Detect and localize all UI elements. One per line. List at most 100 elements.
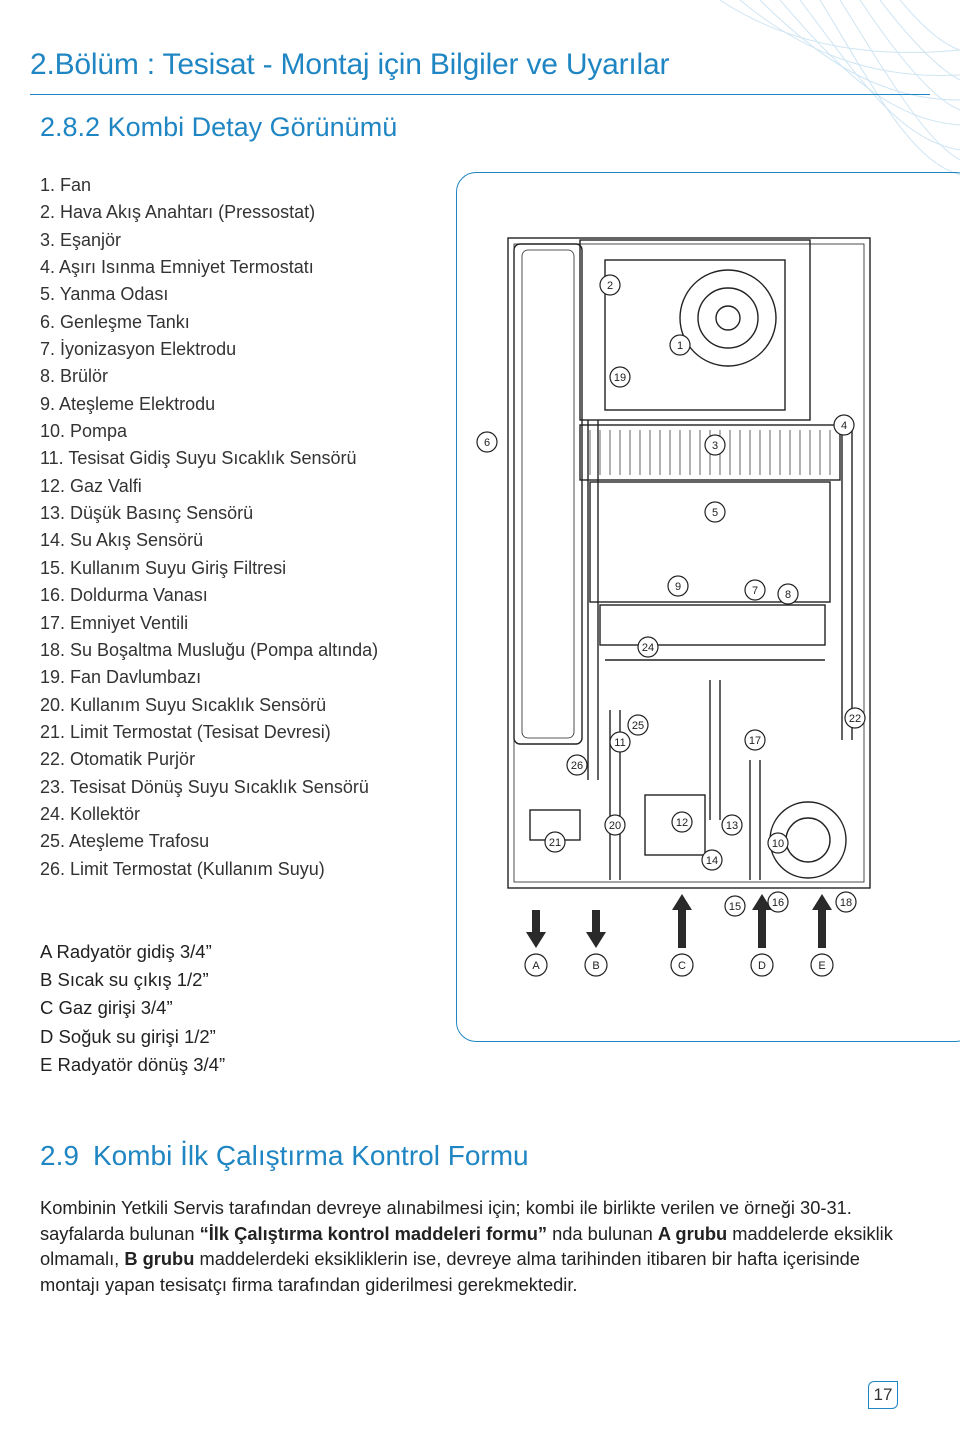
port-label-b: B [592, 960, 599, 972]
page-number: 17 [868, 1381, 898, 1409]
connection-item: D Soğuk su girişi 1/2” [40, 1025, 216, 1047]
part-item: 16. Doldurma Vanası [40, 585, 208, 606]
port-label-d: D [758, 960, 766, 972]
callout-3 [704, 434, 726, 456]
callout-1 [669, 334, 691, 356]
callout-11 [609, 731, 631, 753]
callout-9 [667, 575, 689, 597]
part-item: 10. Pompa [40, 421, 128, 442]
part-item: 11. Tesisat Gidiş Suyu Sıcaklık Sensörü [40, 448, 357, 469]
section-title: Kombi İlk Çalıştırma Kontrol Formu [92, 1140, 529, 1171]
callout-label: 12 [676, 817, 688, 829]
paragraph-bold: A grubu [657, 1222, 728, 1244]
part-item: 4. Aşırı Isınma Emniyet Termostatı [40, 257, 314, 278]
part-item: 12. Gaz Valfi [40, 475, 142, 496]
callout-label: 25 [632, 720, 644, 732]
section-number: 2.9 [40, 1140, 79, 1171]
connection-item: A Radyatör gidiş 3/4” [40, 941, 212, 962]
callout-5 [704, 501, 726, 523]
connection-item: E Radyatör dönüş 3/4” [40, 1053, 226, 1075]
callout-label: 19 [614, 372, 626, 384]
part-item: 1. Fan [40, 175, 92, 195]
parts-list: 1. Fan 2. Hava Akış Anahtarı (Pressostat… [40, 172, 378, 883]
paragraph-text: nda bulunan [547, 1222, 658, 1244]
callout-6 [476, 431, 498, 453]
callout-12 [671, 811, 693, 833]
body-paragraph: Kombinin Yetkili Servis tarafından devre… [40, 1195, 920, 1297]
part-item: 5. Yanma Odası [40, 284, 169, 305]
callout-7 [744, 579, 766, 601]
part-item: 25. Ateşleme Trafosu [40, 831, 210, 852]
callout-label: 16 [772, 897, 784, 909]
part-item: 23. Tesisat Dönüş Suyu Sıcaklık Sensörü [40, 776, 369, 797]
callout-label: 1 [677, 340, 683, 352]
port-label-c: C [678, 960, 686, 972]
callout-label: 22 [849, 713, 861, 725]
callout-label: 11 [614, 737, 625, 749]
callout-18 [835, 891, 857, 913]
page-title: 2.Bölüm : Tesisat - Montaj için Bilgiler… [30, 48, 670, 81]
part-item: 22. Otomatik Purjör [40, 749, 196, 770]
callout-14 [701, 849, 723, 871]
callout-17 [744, 729, 766, 751]
callout-25 [627, 714, 649, 736]
callout-label: 5 [712, 507, 718, 519]
part-item: 18. Su Boşaltma Musluğu (Pompa altında) [40, 639, 379, 660]
part-item: 7. İyonizasyon Elektrodu [40, 339, 237, 360]
port-label-e: E [818, 960, 825, 972]
callout-label: 7 [752, 585, 758, 597]
connections-list: A Radyatör gidiş 3/4” B Sıcak su çıkış 1… [40, 938, 225, 1079]
callout-label: 10 [772, 838, 784, 850]
part-item: 6. Genleşme Tankı [40, 311, 190, 332]
callout-label: 21 [549, 837, 561, 849]
callout-10 [767, 832, 789, 854]
part-item: 15. Kullanım Suyu Giriş Filtresi [40, 557, 287, 578]
part-item: 21. Limit Termostat (Tesisat Devresi) [40, 721, 331, 742]
callout-label: 20 [609, 820, 621, 832]
part-item: 14. Su Akış Sensörü [40, 530, 204, 551]
callout-label: 4 [841, 420, 847, 432]
callout-21 [544, 831, 566, 853]
part-item: 2. Hava Akış Anahtarı (Pressostat) [40, 202, 316, 223]
callout-label: 6 [484, 437, 490, 449]
callout-label: 13 [726, 820, 738, 832]
part-item: 13. Düşük Basınç Sensörü [40, 503, 254, 524]
callout-16 [767, 891, 789, 913]
part-item: 8. Brülör [40, 366, 109, 387]
callout-label: 26 [571, 760, 583, 772]
callout-4 [833, 414, 855, 436]
paragraph-text: maddelerdeki eksikliklerin ise, devreye … [40, 1248, 860, 1295]
port-label-a: A [532, 960, 540, 972]
subtitle-number: 2.8.2 [40, 112, 101, 142]
callout-label: 8 [785, 589, 791, 601]
callout-label: 18 [840, 897, 852, 909]
callout-20 [604, 814, 626, 836]
callout-15 [724, 895, 746, 917]
callout-2 [599, 274, 621, 296]
subtitle-text: Kombi Detay Görünümü [107, 112, 398, 142]
callout-label: 9 [675, 581, 681, 593]
part-item: 3. Eşanjör [40, 229, 122, 250]
callout-label: 24 [642, 642, 654, 654]
part-item: 19. Fan Davlumbazı [40, 667, 202, 688]
connection-item: C Gaz girişi 3/4” [40, 997, 173, 1019]
diagram-frame [456, 172, 960, 1042]
callout-26 [566, 754, 588, 776]
part-item: 24. Kollektör [40, 803, 141, 824]
paragraph-text: Kombinin Yetkili Servis tarafından devre… [40, 1197, 852, 1244]
paragraph-text: maddelerde eksiklik olmamalı, [40, 1222, 893, 1270]
part-item: 17. Emniyet Ventili [40, 612, 189, 633]
callout-13 [721, 814, 743, 836]
callout-label: 2 [607, 280, 613, 292]
connection-item: B Sıcak su çıkış 1/2” [40, 969, 209, 991]
callout-22 [844, 707, 866, 729]
callout-24 [637, 636, 659, 658]
title-divider [30, 94, 930, 95]
boiler-diagram: 1 2 3 4 5 6 7 8 9 10 11 12 13 14 15 16 1… [476, 237, 871, 977]
callout-19 [609, 366, 631, 388]
callout-label: 14 [706, 855, 718, 867]
part-item: 26. Limit Termostat (Kullanım Suyu) [40, 858, 325, 879]
part-item: 20. Kullanım Suyu Sıcaklık Sensörü [40, 694, 327, 715]
section-heading: 2.9 Kombi İlk Çalıştırma Kontrol Formu [40, 1140, 529, 1172]
paragraph-bold: “İlk Çalıştırma kontrol maddeleri formu” [199, 1222, 548, 1244]
